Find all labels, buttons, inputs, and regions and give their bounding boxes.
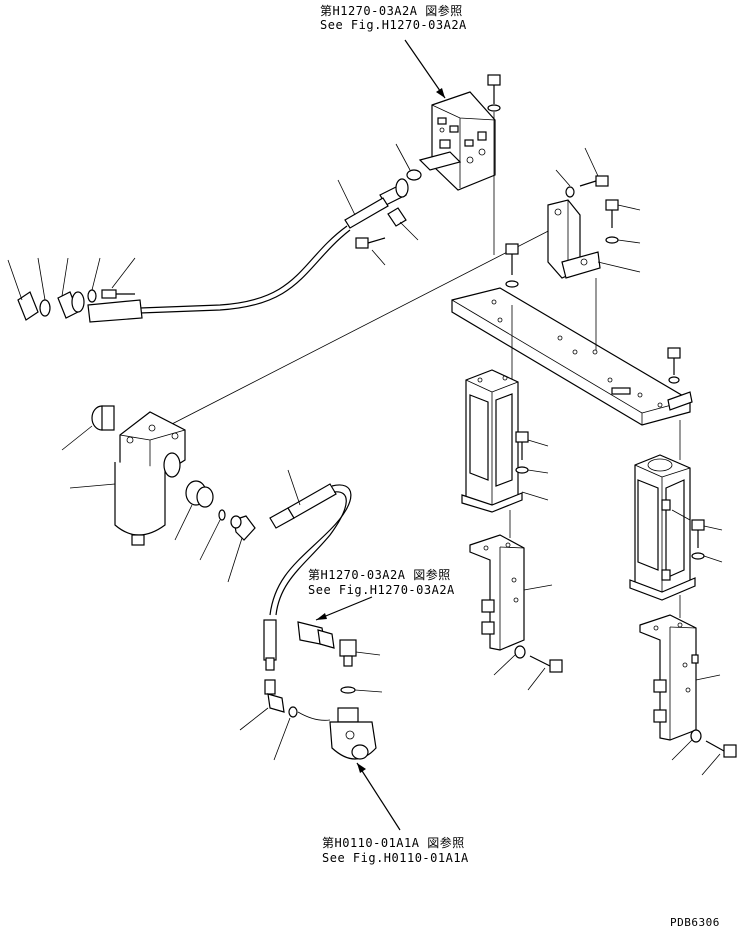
leader-filter-bracket [169,224,561,426]
support-pillar-left [461,369,523,513]
washer-lower-right [690,729,702,743]
ref-hose-jp: 第H1270-03A2A 図参照 [308,568,451,582]
bolt-lower-left [527,655,563,691]
support-pillar-right [629,454,696,601]
ref-arrow-pump [356,762,401,831]
plate-bolt-1 [505,243,519,288]
pillar-bolt-left [515,431,549,501]
leader-pump [297,711,331,721]
filter-plug-side [174,480,214,541]
ref-hose-en: See Fig.H1270-03A2A [308,583,455,597]
clamp-bolt [355,237,386,266]
hose-end-right [297,621,335,649]
bolt-lower-right [701,740,737,776]
elbow-pump [239,679,285,731]
tee-fitting [339,639,381,667]
ref-valve-jp: 第H1270-03A2A 図参照 [320,4,463,18]
washer-lower-left [514,645,526,659]
ref-pump-en: See Fig.H0110-01A1A [322,851,469,865]
elbow-filter [227,515,256,583]
hose-middle [263,469,352,671]
pillar-bolt-right [671,509,723,563]
mounting-plate [451,278,693,460]
mount-bracket-upper [547,199,641,279]
valve-bolt [487,74,501,255]
ref-valve-en: See Fig.H1270-03A2A [320,18,467,32]
o-ring-filter [218,509,226,521]
ref-arrow-hose [315,596,373,621]
lower-bracket-left [469,510,553,651]
ref-arrow-valve [404,39,446,99]
pump-body [329,707,377,760]
ref-pump-jp: 第H0110-01A1A 図参照 [322,836,465,850]
plate-bolt-2 [667,347,681,384]
o-ring-pump-elbow [288,706,298,718]
hose-upper [139,178,409,314]
filter-plug-top [61,405,115,451]
bracket-bolt-2 [605,199,641,244]
control-valve [418,91,496,191]
flange-assembly-left [7,257,143,323]
o-ring-pump [340,686,356,694]
line-filter [114,411,186,546]
leader-filter [69,483,116,489]
bracket-bolt-1 [555,147,609,198]
hose-clamp [387,207,419,241]
drawing-code: PDB6306 [670,916,720,929]
o-ring-valve [406,169,422,181]
lower-bracket-right [639,595,721,741]
